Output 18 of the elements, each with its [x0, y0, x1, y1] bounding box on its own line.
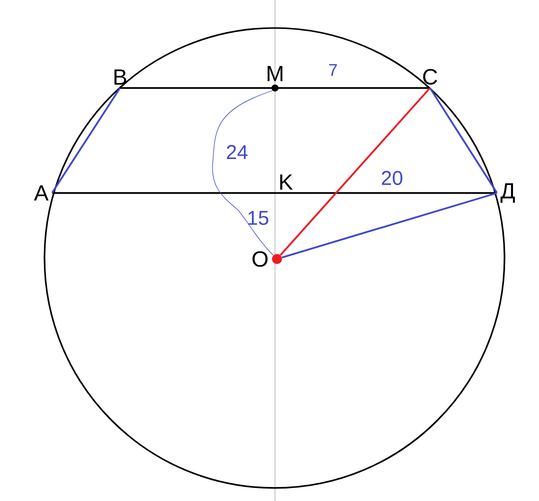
freehand-curve [212, 90, 274, 256]
length-label: 20 [382, 170, 402, 186]
line-segment [429, 88, 498, 194]
length-label: 15 [248, 211, 268, 225]
point-label: O [252, 251, 282, 267]
point-label: B [114, 69, 126, 85]
point-label: C [423, 69, 438, 85]
length-label: 24 [226, 145, 248, 159]
point-label: M [268, 66, 282, 92]
line-segment [282, 192, 498, 258]
point-label: A [34, 185, 49, 201]
length-label: 7 [329, 64, 337, 76]
line-segment [51, 88, 121, 194]
line-segment [52, 192, 497, 194]
line-segment [280, 88, 430, 256]
point-label: Д [500, 183, 515, 203]
line-segment [120, 87, 430, 89]
point-label: K [280, 174, 293, 190]
